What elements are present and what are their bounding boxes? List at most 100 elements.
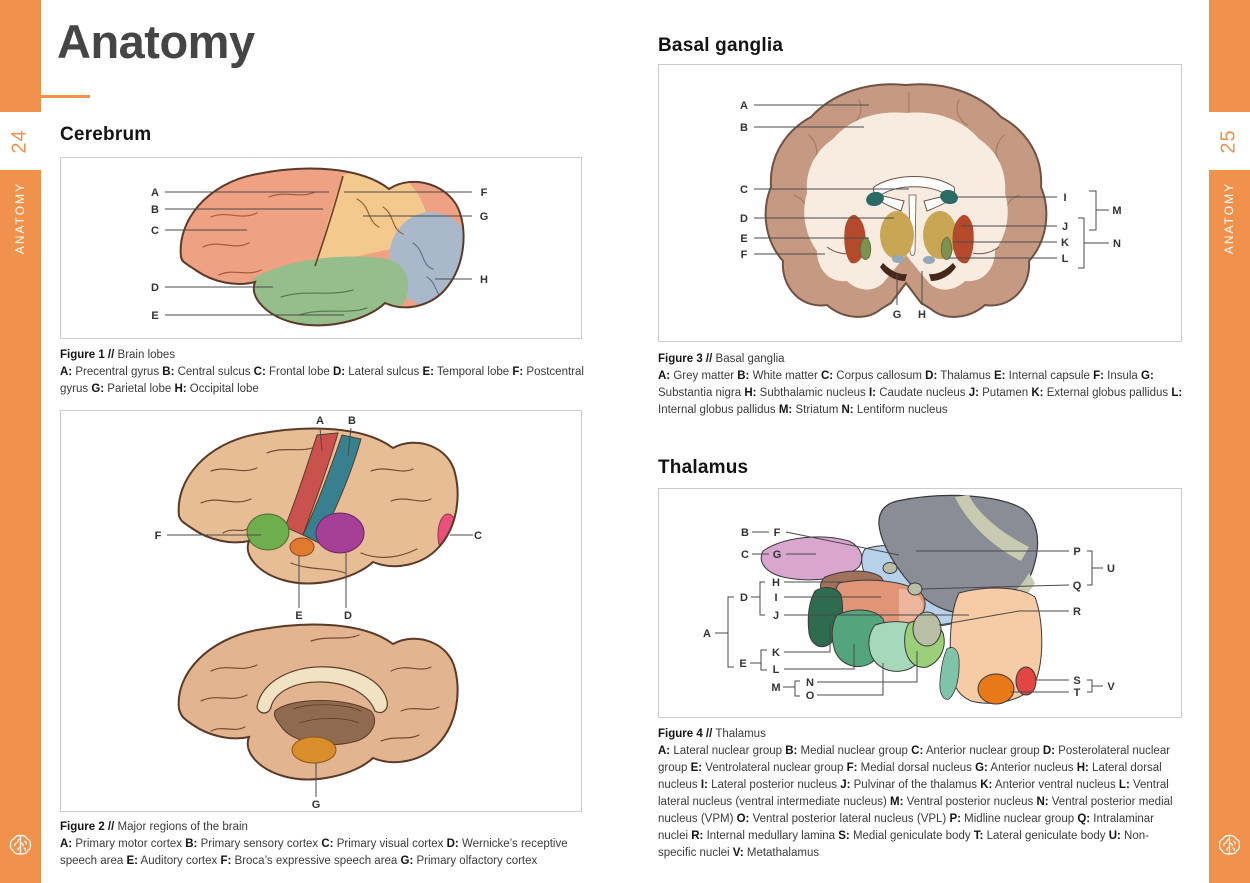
svg-text:H: H (772, 577, 780, 589)
caption-entry: I: Lateral posterior nucleus (700, 779, 841, 791)
caption-entry: B: Central sulcus (162, 366, 254, 378)
caption-entry: I: Caudate nucleus (868, 387, 969, 399)
figure-3-callout-lines (754, 104, 1057, 305)
caption-entry: F: Medial dorsal nucleus (846, 762, 976, 774)
svg-text:C: C (740, 184, 748, 196)
caption-entry: N: Ventral posterior medial nucleus (VPM… (658, 796, 1173, 825)
thalamus-illustration: A B C D E F G H I J K L M N O P Q R S T … (703, 494, 1115, 705)
svg-text:D: D (740, 592, 748, 604)
title-accent-rule (41, 95, 90, 98)
caption-entry: O: Ventral posterior lateral nucleus (VP… (736, 813, 950, 825)
svg-text:H: H (918, 309, 926, 321)
section-heading-thalamus: Thalamus (658, 457, 749, 478)
caption-entry: H: Occipital lobe (174, 383, 259, 395)
svg-text:U: U (1107, 563, 1115, 575)
caption-entry: D: Wernicke’s receptive speech area (60, 838, 568, 867)
svg-text:N: N (1113, 238, 1121, 250)
caption-entry: F: Insula (1093, 370, 1142, 382)
caption-entry: G: Anterior nucleus (975, 762, 1077, 774)
caption-entry: V: Metathalamus (732, 847, 820, 859)
caption-entry: J: Pulvinar of the thalamus (840, 779, 981, 791)
svg-text:D: D (344, 610, 352, 622)
svg-text:E: E (740, 233, 747, 245)
svg-text:C: C (741, 549, 749, 561)
brain-icon (1209, 832, 1250, 859)
svg-text:M: M (771, 682, 780, 694)
figure-1-caption: Figure 1 // Brain lobes A: Precentral gy… (60, 349, 584, 395)
caption-entry: H: Lateral dorsal nucleus (658, 762, 1162, 791)
svg-text:I: I (1063, 192, 1066, 204)
svg-text:B: B (740, 122, 748, 134)
svg-text:S: S (1073, 675, 1080, 687)
svg-text:L: L (773, 664, 780, 676)
caption-entry: R: Internal medullary lamina (691, 830, 839, 842)
figure-2-diagram: A B C D E F G (60, 410, 582, 812)
caption-entry: H: Subthalamic nucleus (744, 387, 869, 399)
svg-text:M: M (1112, 205, 1121, 217)
caption-entry: G: Parietal lobe (91, 383, 175, 395)
figure-3-diagram: A B C D E F G H I J K L M N (658, 64, 1182, 342)
svg-text:G: G (893, 309, 902, 321)
figure-4-callout-letters: A B C D E F G H I J K L M N O P Q R S T … (703, 527, 1115, 702)
figure-3-caption: Figure 3 // Basal ganglia A: Grey matter… (658, 353, 1183, 416)
caption-entry: N: Lentiform nucleus (841, 404, 948, 416)
caption-entry: D: Posterolateral nuclear group (658, 745, 1171, 774)
svg-text:C: C (474, 530, 482, 542)
caption-entry: E: Auditory cortex (126, 855, 221, 867)
svg-text:A: A (316, 415, 324, 427)
svg-text:L: L (1062, 253, 1069, 265)
svg-text:C: C (151, 225, 159, 237)
svg-text:F: F (481, 187, 488, 199)
figure-4-brackets (715, 550, 1103, 697)
caption-entry: E: Temporal lobe (422, 366, 513, 378)
caption-entry: D: Thalamus (925, 370, 994, 382)
figure-1-callout-letters: A B C D E F G H (151, 187, 488, 322)
caption-entry: C: Frontal lobe (253, 366, 333, 378)
basal-ganglia-illustration: A B C D E F G H I J K L M N (740, 83, 1122, 321)
caption-entry: C: Corpus callosum (820, 370, 926, 382)
svg-text:D: D (740, 213, 748, 225)
svg-text:G: G (312, 799, 321, 811)
section-heading-basal-ganglia: Basal ganglia (658, 35, 784, 56)
caption-entry: Q: Intralaminar nuclei (658, 813, 1155, 842)
brain-lobes-illustration: A B C D E F G H (151, 167, 488, 327)
brain-regions-illustration: A B C D E F G (155, 415, 482, 811)
figure-2-caption: Figure 2 // Major regions of the brain A… (60, 821, 568, 867)
figure-2-callout-lines (167, 427, 473, 797)
svg-text:B: B (151, 204, 159, 216)
svg-text:E: E (739, 658, 746, 670)
figure-4-callout-lines (752, 531, 1070, 696)
caption-entry: D: Lateral sulcus (332, 366, 423, 378)
caption-entry: L: Internal globus pallidus (658, 387, 1183, 416)
svg-text:G: G (480, 211, 489, 223)
svg-text:H: H (480, 274, 488, 286)
caption-entry: M: Striatum (778, 404, 842, 416)
brain-icon (0, 832, 41, 859)
svg-text:V: V (1107, 681, 1115, 693)
svg-text:T: T (1074, 687, 1081, 699)
svg-text:J: J (1062, 221, 1068, 233)
svg-text:F: F (155, 530, 162, 542)
caption-entry: U: Non-specific nuclei (658, 830, 1149, 859)
caption-entry: E: Internal capsule (993, 370, 1094, 382)
caption-entry: P: Midline nuclear group (949, 813, 1078, 825)
figure-3-callout-letters: A B C D E F G H I J K L M N (740, 100, 1122, 321)
caption-entry: T: Lateral geniculate body (973, 830, 1109, 842)
svg-text:P: P (1073, 546, 1080, 558)
left-page-number: 24 (9, 128, 31, 154)
right-page-number: 25 (1218, 128, 1240, 154)
svg-text:K: K (772, 647, 780, 659)
svg-text:A: A (703, 628, 711, 640)
svg-text:D: D (151, 282, 159, 294)
caption-entry: F: Broca’s expressive speech area (220, 855, 401, 867)
svg-text:A: A (740, 100, 748, 112)
caption-entry: C: Primary visual cortex (321, 838, 447, 850)
caption-entry: B: Medial nuclear group (785, 745, 912, 757)
caption-entry: J: Putamen (968, 387, 1032, 399)
svg-text:K: K (1061, 237, 1069, 249)
svg-text:B: B (348, 415, 356, 427)
figure-3-brackets (1078, 190, 1109, 269)
svg-text:B: B (741, 527, 749, 539)
left-sidebar-section-label: ANATOMY (13, 181, 28, 255)
caption-entry: A: Lateral nuclear group (658, 745, 786, 757)
